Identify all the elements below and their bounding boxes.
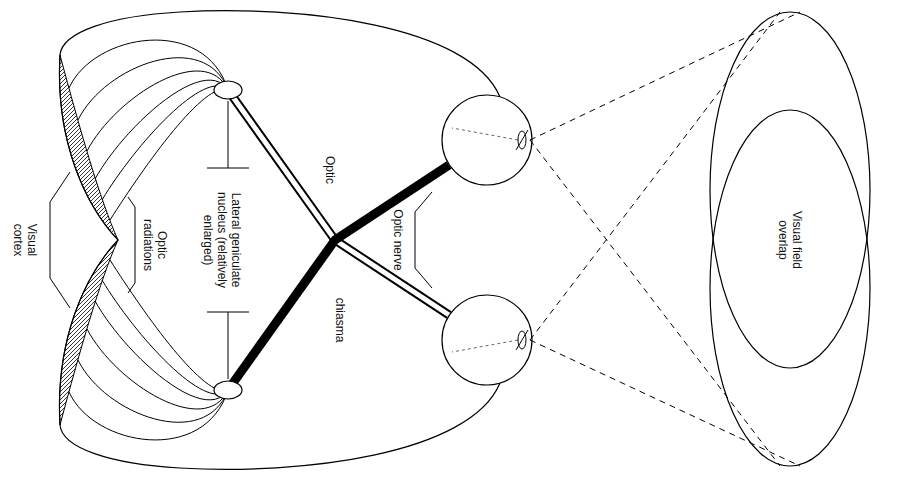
structure-label: chiasma	[333, 297, 347, 344]
structure-label: Optic	[323, 155, 337, 185]
lateral-geniculate-nucleus	[214, 381, 242, 399]
structure-label: Visual cortex	[11, 215, 39, 265]
eyeball	[442, 295, 532, 385]
structure-label: Optic radiations	[141, 209, 169, 281]
structure-label: Optic nerve	[391, 208, 405, 271]
optic-fibre-band-outline	[228, 90, 449, 315]
optic-fibre-band-white	[228, 90, 449, 315]
structure-label: Lateral geniculate nucleus (relatively e…	[201, 175, 243, 305]
head-outline	[59, 11, 500, 470]
label-bracket	[50, 101, 432, 379]
optic-fibre-band-black	[228, 165, 449, 390]
visual-field	[710, 12, 870, 368]
field-label: Visual field overlap	[776, 202, 804, 279]
line-of-sight	[530, 12, 800, 466]
eye-lens	[516, 130, 528, 350]
eyeball	[442, 95, 532, 185]
visual-field	[710, 110, 870, 466]
eye-sight-lines	[452, 128, 518, 352]
lateral-geniculate-nucleus	[214, 81, 242, 99]
